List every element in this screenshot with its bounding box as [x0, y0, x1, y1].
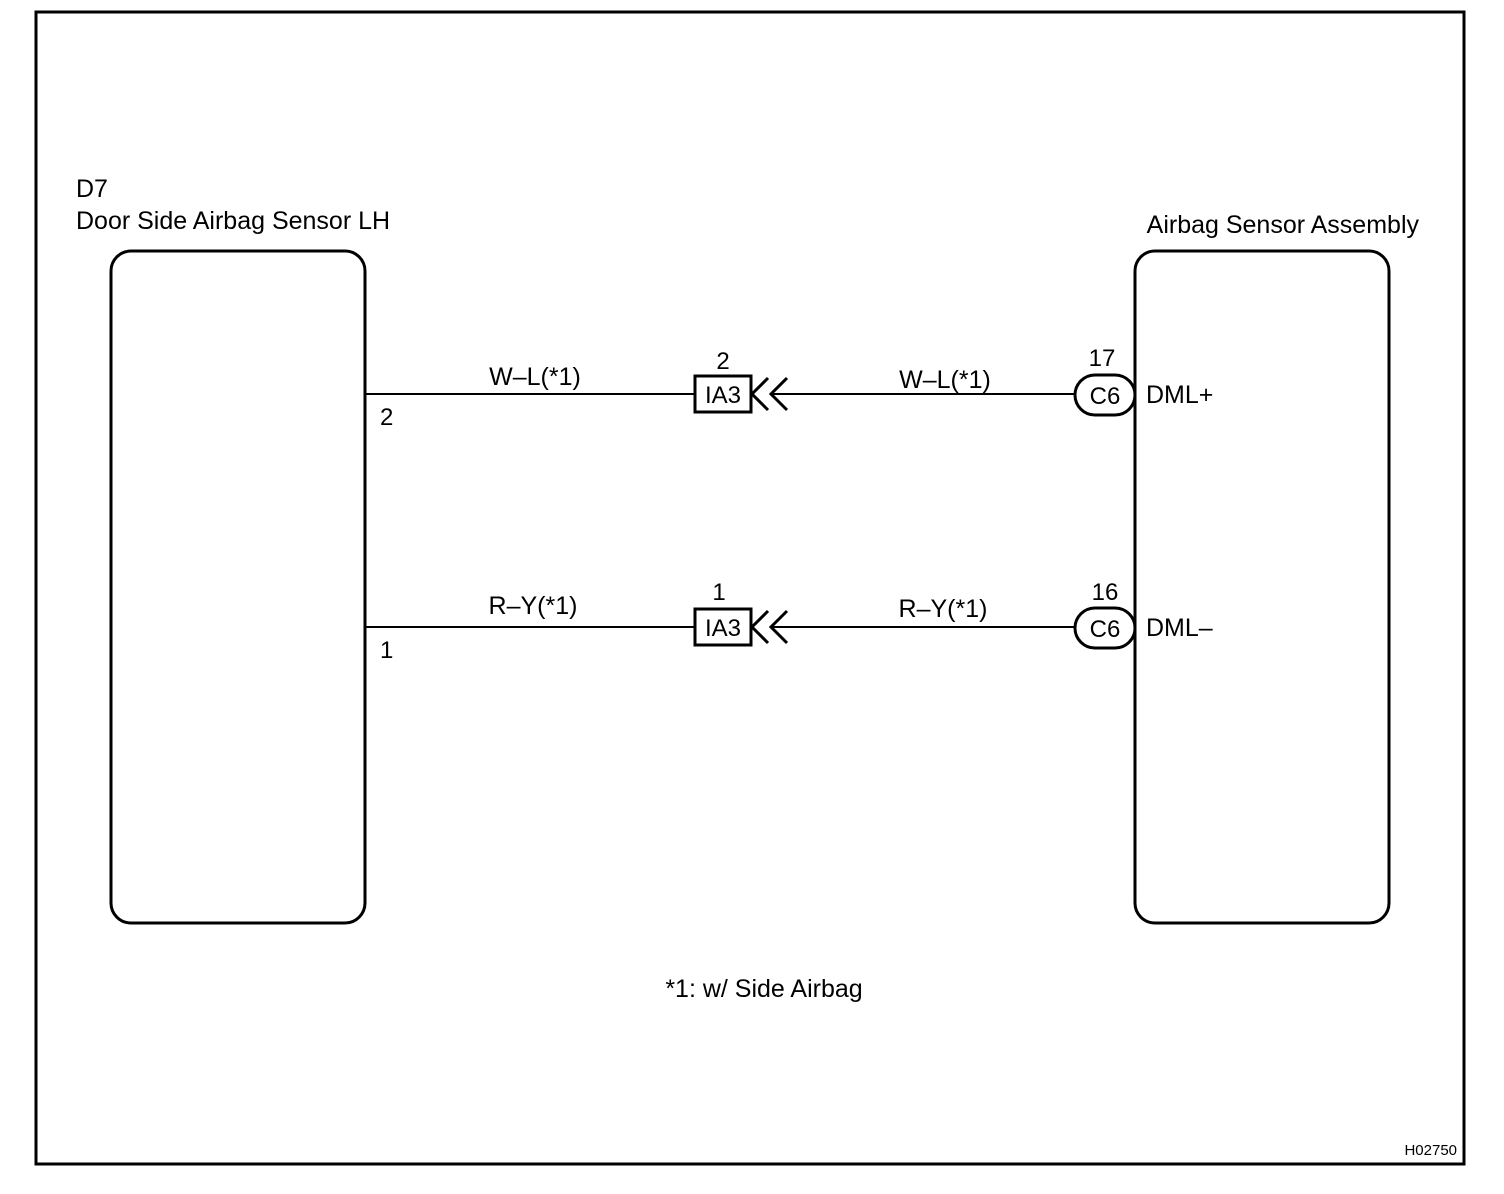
terminal-name: DML+ [1146, 381, 1213, 409]
figure-id: H02750 [1404, 1142, 1457, 1159]
ecu-pin-number: 17 [1089, 345, 1116, 372]
right-component: Airbag Sensor Assembly [1133, 211, 1420, 925]
left-component-box [109, 249, 367, 925]
junction-pin-number: 1 [712, 579, 725, 606]
junction-connector-label: IA3 [705, 615, 741, 642]
ecu-pin-number: 16 [1092, 579, 1119, 606]
left-component-code: D7 [76, 175, 108, 203]
ecu-connector-label: C6 [1090, 383, 1121, 410]
wire-color-left: W–L(*1) [489, 363, 581, 391]
wire-color-right: R–Y(*1) [899, 595, 988, 623]
left-pin-number: 1 [380, 637, 393, 664]
diagram-border [34, 10, 1466, 1166]
double-chevron-icon [749, 376, 789, 412]
left-pin-number: 2 [380, 404, 393, 431]
ecu-connector-oval [1073, 606, 1137, 650]
junction-connector-label: IA3 [705, 382, 741, 409]
left-component-name: Door Side Airbag Sensor LH [76, 207, 390, 235]
circuit-lower: 1 R–Y(*1) 1 IA3 R–Y(*1) 16 C6 DML– [365, 579, 1213, 664]
ecu-connector-label: C6 [1090, 616, 1121, 643]
junction-connector-box [693, 374, 753, 414]
circuit-upper: 2 W–L(*1) 2 IA3 W–L(*1) 17 C6 DML+ [365, 345, 1213, 431]
right-component-box [1133, 249, 1391, 925]
left-component: D7 Door Side Airbag Sensor LH [76, 175, 390, 925]
double-chevron-icon [749, 609, 789, 645]
wire-color-right: W–L(*1) [899, 366, 991, 394]
ecu-connector-oval [1073, 373, 1137, 417]
junction-pin-number: 2 [716, 348, 729, 375]
footnote: *1: w/ Side Airbag [665, 975, 862, 1003]
right-component-name: Airbag Sensor Assembly [1147, 211, 1420, 239]
wire-color-left: R–Y(*1) [489, 592, 578, 620]
terminal-name: DML– [1146, 614, 1213, 642]
